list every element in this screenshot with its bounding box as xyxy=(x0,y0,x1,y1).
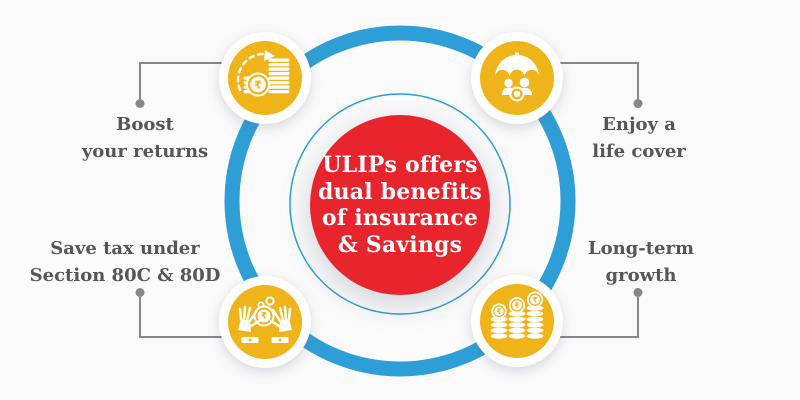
rupee-symbol: ₹ xyxy=(514,301,519,310)
center-message: ULIPs offers dual benefits of insurance … xyxy=(300,152,500,258)
hand-left xyxy=(238,305,261,343)
label-long-term-growth: Long-term growth xyxy=(541,235,741,289)
label-line: Enjoy a xyxy=(602,114,676,135)
coin-stacks-icon: ₹ ₹ ₹ xyxy=(490,291,544,339)
connector-dot xyxy=(633,99,643,108)
center-message-line: & Savings xyxy=(337,231,463,258)
rupee-symbol: ₹ xyxy=(254,79,262,92)
label-boost-returns: Boost your returns xyxy=(45,111,245,165)
person-head xyxy=(504,78,513,88)
rupee-symbol: ₹ xyxy=(261,311,267,321)
label-line: growth xyxy=(605,265,677,286)
hands-coins-icon: ₹ xyxy=(238,296,292,343)
umbrella-canopy xyxy=(495,55,539,77)
arrowhead xyxy=(264,50,275,61)
label-line: Boost xyxy=(116,114,174,135)
label-line: your returns xyxy=(81,141,209,162)
label-save-tax: Save tax under Section 80C & 80D xyxy=(15,235,235,289)
connector-bottom-right xyxy=(542,288,643,338)
center-message-line: of insurance xyxy=(321,205,479,231)
label-line: life cover xyxy=(592,141,686,162)
inner-accent-circle xyxy=(289,93,511,315)
coins-growth-icon: ₹ xyxy=(236,50,290,97)
icon-bg-yellow xyxy=(480,41,554,115)
connector-top-right xyxy=(542,62,643,108)
connector-dot xyxy=(135,288,145,297)
benefit-badge-bottom-left: ₹ xyxy=(219,276,311,368)
connector-dot xyxy=(135,99,145,108)
center-message-line: ULIPs offers xyxy=(322,152,478,178)
rupee-symbol: ₹ xyxy=(532,295,537,304)
label-line: Long-term xyxy=(587,238,695,259)
center-message-line: dual benefits xyxy=(318,178,482,205)
label-line: Section 80C & 80D xyxy=(29,265,221,286)
rupee-symbol: ₹ xyxy=(496,307,501,316)
benefit-badge-top-left: ₹ xyxy=(219,32,311,124)
hand-right xyxy=(269,305,292,343)
umbrella-family-icon xyxy=(495,52,539,102)
outer-ring xyxy=(224,25,576,377)
benefit-badge-top-right xyxy=(471,32,563,124)
connector-dot xyxy=(633,288,643,297)
center-circle xyxy=(310,115,490,295)
connector-bottom-left xyxy=(135,288,240,338)
connector-top-left xyxy=(135,62,240,108)
person-head xyxy=(519,77,530,88)
benefit-badge-bottom-right: ₹ ₹ ₹ xyxy=(471,275,563,367)
label-life-cover: Enjoy a life cover xyxy=(539,111,739,165)
label-line: Save tax under xyxy=(50,238,200,259)
